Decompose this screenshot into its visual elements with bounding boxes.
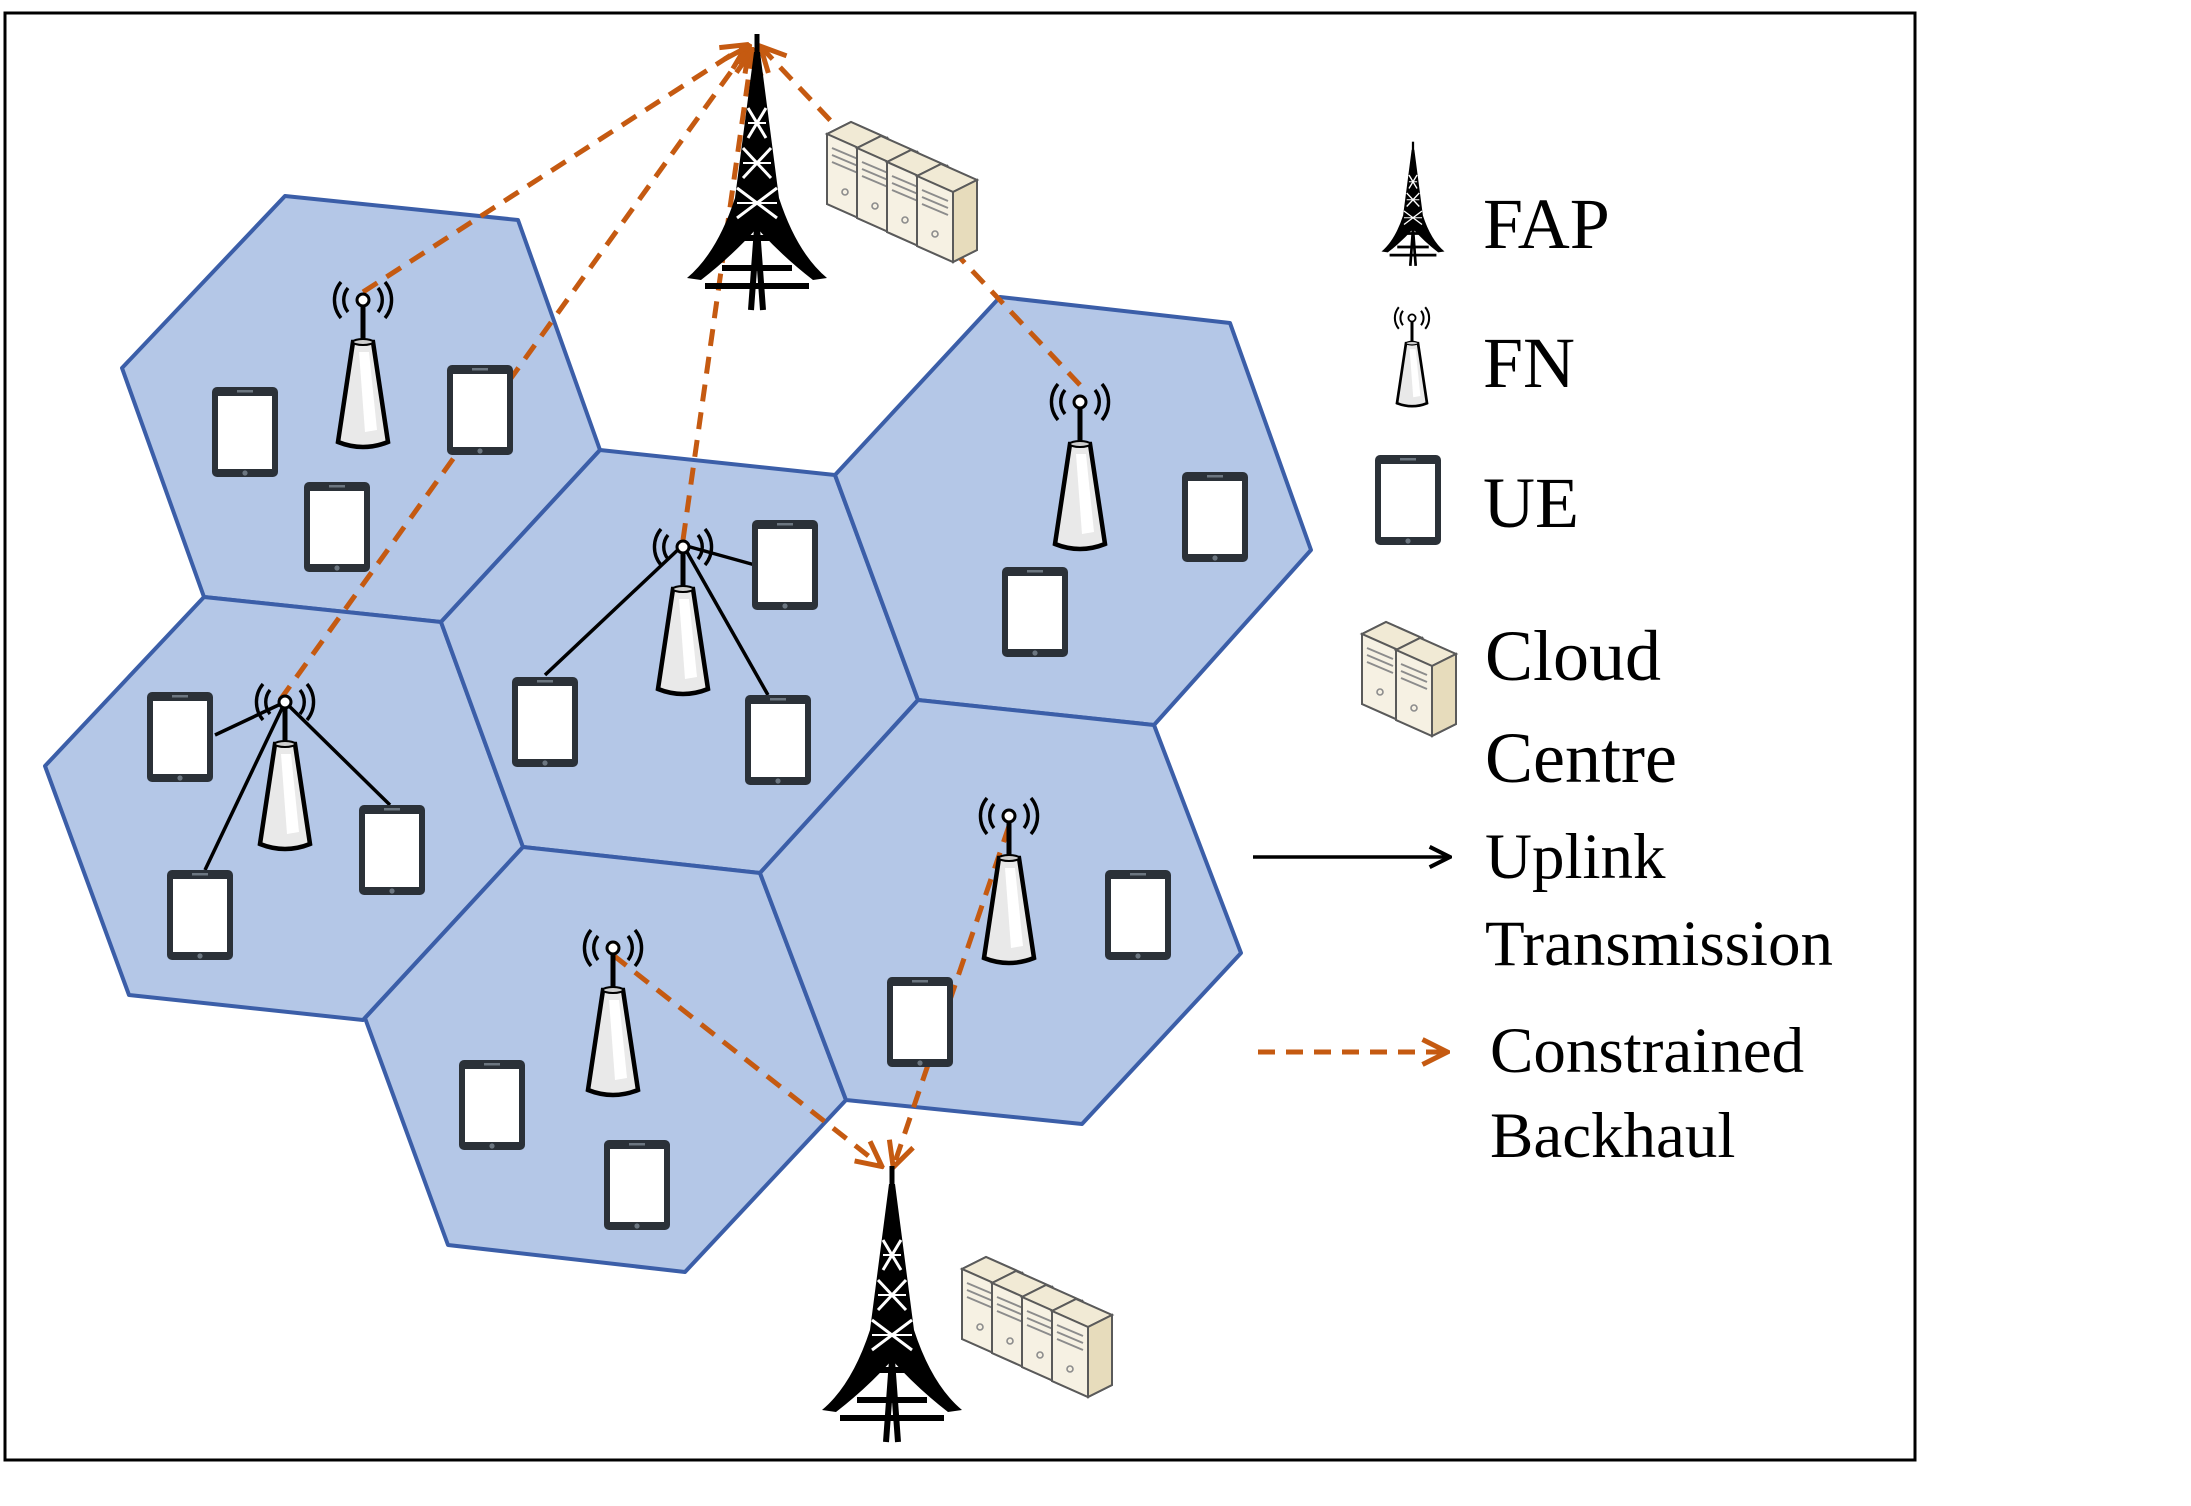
legend-ue: UE — [1375, 455, 1579, 545]
uplink-link — [283, 700, 392, 807]
legend-fap: FAP — [1380, 140, 1610, 268]
tablet-icon — [304, 482, 370, 572]
legend-fn: FN — [1393, 305, 1575, 408]
tablet-icon — [1182, 472, 1248, 562]
tablet-icon — [887, 977, 953, 1067]
uplink-link — [203, 701, 287, 871]
tablet-icon — [447, 365, 513, 455]
tablet-icon — [1375, 455, 1441, 545]
tablet-icon — [147, 692, 213, 782]
legend-cloud: Cloud Centre — [1362, 616, 1677, 798]
backhaul-link — [611, 953, 880, 1165]
legend-label-cloud-line2: Centre — [1485, 718, 1677, 798]
backhaul-link — [277, 48, 748, 702]
legend-backhaul: Constrained Backhaul — [1258, 1015, 1804, 1172]
legend-label-cloud-line1: Cloud — [1485, 616, 1661, 696]
legend-label-uplink-line1: Uplink — [1485, 821, 1666, 893]
backhaul-link — [361, 46, 745, 295]
tablet-icon — [745, 695, 811, 785]
tablet-icon — [167, 870, 233, 960]
legend: FAP FN UE Cloud Centre Uplink Transmissi… — [1253, 140, 1833, 1172]
legend-label-backhaul-line2: Backhaul — [1490, 1100, 1735, 1172]
uplink-links — [203, 543, 770, 871]
tablet-icon — [212, 387, 278, 477]
tablet-icon — [1105, 870, 1171, 960]
tablet-icon — [359, 805, 425, 895]
legend-label-fn: FN — [1483, 323, 1575, 403]
legend-uplink: Uplink Transmission — [1253, 821, 1833, 980]
tablet-icon — [512, 677, 578, 767]
tablet-icon — [1002, 567, 1068, 657]
uplink-link — [682, 543, 756, 567]
legend-label-fap: FAP — [1483, 184, 1610, 264]
uplink-link — [214, 700, 286, 737]
legend-label-ue: UE — [1483, 463, 1579, 543]
legend-label-uplink-line2: Transmission — [1485, 908, 1833, 980]
tablet-icon — [752, 520, 818, 610]
legend-label-backhaul-line1: Constrained — [1490, 1015, 1804, 1087]
uplink-link — [681, 544, 770, 696]
uplink-link — [543, 543, 685, 677]
tablet-icon — [459, 1060, 525, 1150]
tablet-icon — [604, 1140, 670, 1230]
